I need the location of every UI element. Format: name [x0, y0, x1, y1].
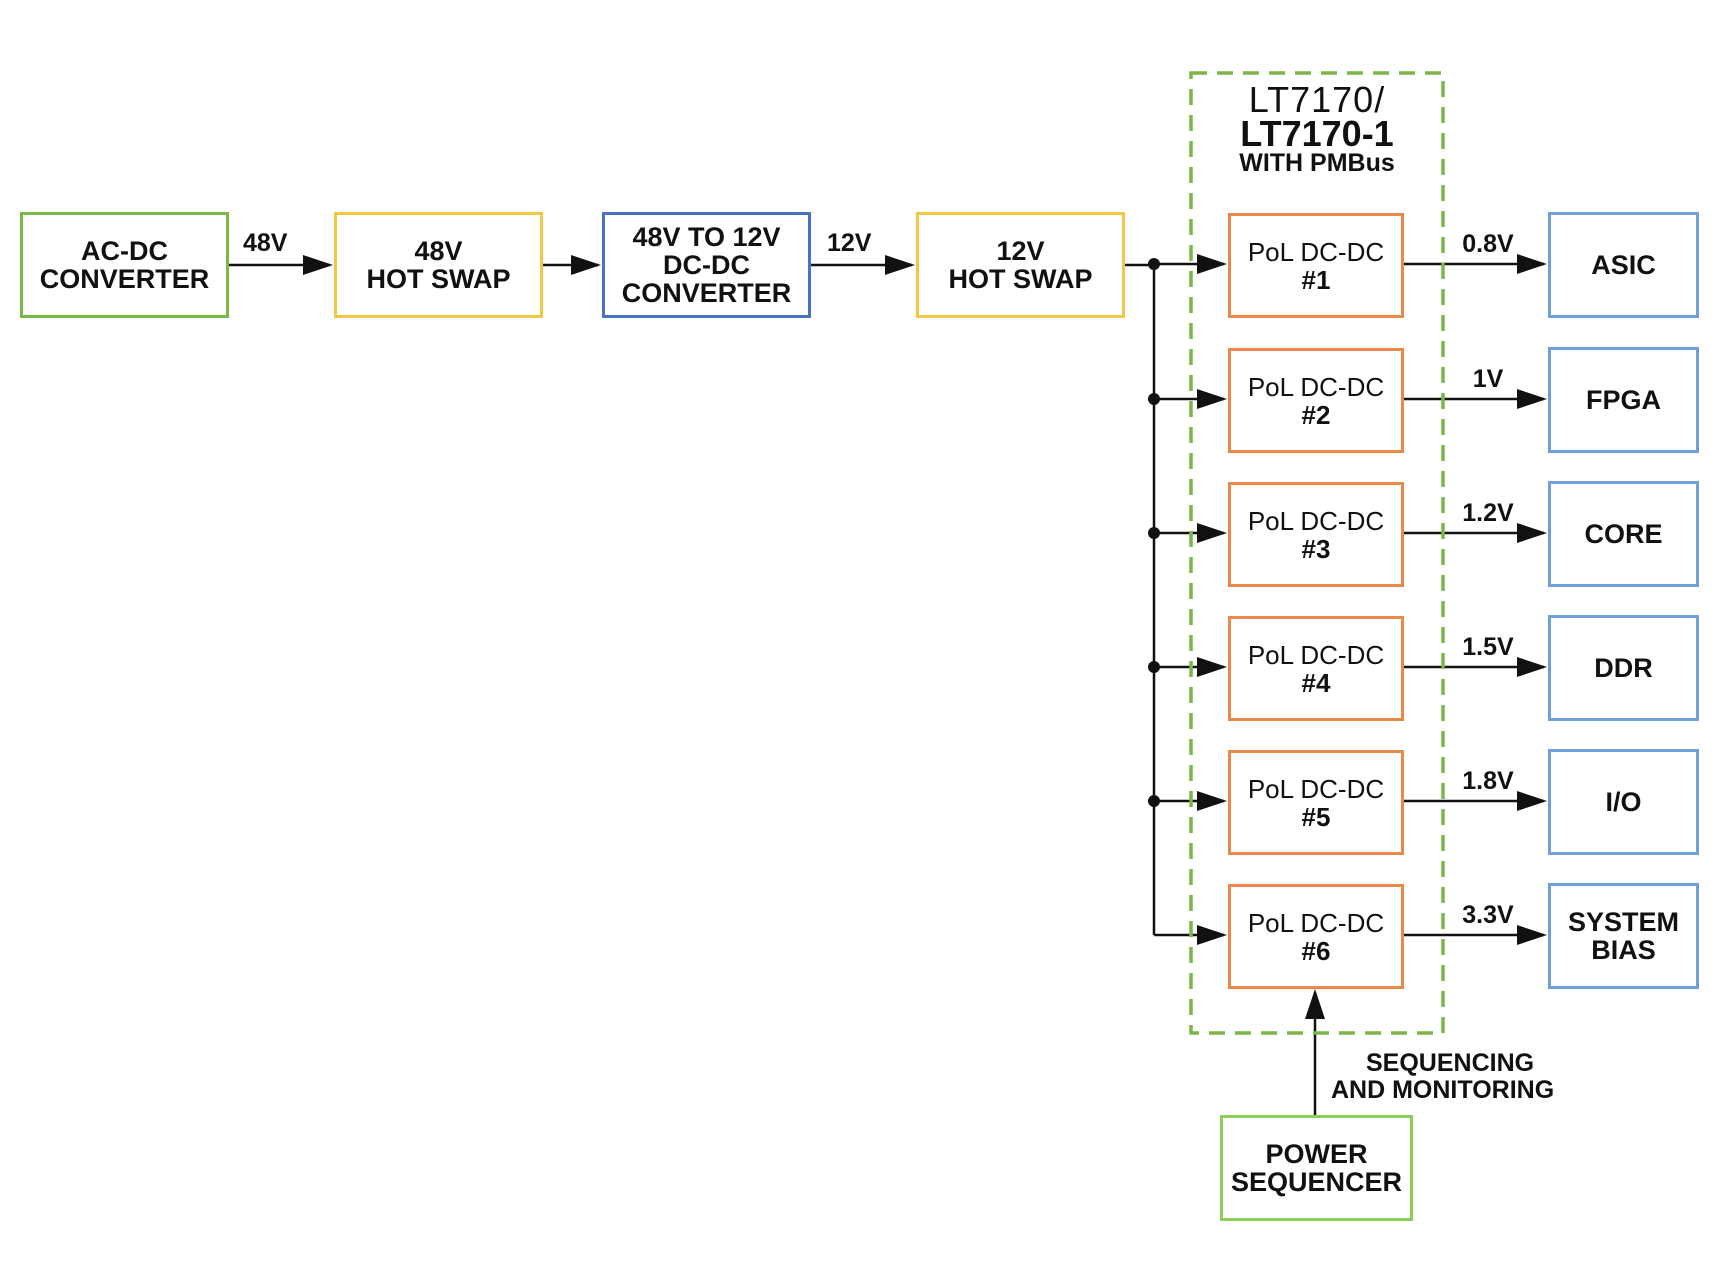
- pol-converter-block: PoL DC-DC #4: [1228, 616, 1404, 721]
- block-label: DC-DC: [663, 250, 750, 280]
- rail-voltage-label: 0.8V: [1462, 230, 1514, 258]
- arrow-head: [1197, 657, 1227, 677]
- pol-label: PoL DC-DC: [1247, 773, 1385, 804]
- load-label: ASIC: [1591, 250, 1656, 280]
- load-label: BIAS: [1591, 935, 1656, 965]
- load-label: DDR: [1594, 653, 1653, 683]
- block-label: 12V: [996, 236, 1045, 266]
- pol-label: PoL DC-DC: [1247, 907, 1385, 938]
- load-label: FPGA: [1585, 385, 1661, 415]
- junction-dot: [1148, 661, 1160, 673]
- block-label: AC-DC: [81, 236, 168, 266]
- block-label: 48V: [414, 236, 463, 266]
- block-label: 48V TO 12V: [632, 222, 781, 252]
- pol-number: #3: [1301, 533, 1331, 564]
- ac-dc-converter-block: AC-DC CONVERTER: [20, 212, 229, 318]
- hot-swap-48v-block: 48V HOT SWAP: [334, 212, 543, 318]
- load-label: CORE: [1584, 519, 1663, 549]
- arrow-head: [1517, 254, 1547, 274]
- hot-swap-12v-block: 12V HOT SWAP: [916, 212, 1125, 318]
- pol-converter-block: PoL DC-DC #2: [1228, 348, 1404, 453]
- ic-group-subtitle: WITH PMBus: [1239, 149, 1395, 177]
- arrow-head: [303, 255, 333, 275]
- arrow-head: [1517, 523, 1547, 543]
- arrow-head: [571, 255, 601, 275]
- sequencing-label-line1: SEQUENCING: [1366, 1049, 1535, 1077]
- ic-group-title-line1: LT7170/: [1248, 79, 1386, 120]
- load-label: I/O: [1605, 787, 1642, 817]
- load-block: ASIC: [1548, 212, 1699, 318]
- pol-number: #1: [1301, 264, 1331, 295]
- block-label: CONVERTER: [621, 278, 792, 308]
- arrow-head: [1517, 389, 1547, 409]
- pol-converter-block: PoL DC-DC #6: [1228, 884, 1404, 989]
- sequencing-label-line2: AND MONITORING: [1331, 1076, 1555, 1104]
- block-label: CONVERTER: [39, 264, 210, 294]
- link-voltage-48v: 48V: [243, 229, 288, 257]
- pol-label: PoL DC-DC: [1247, 236, 1385, 267]
- block-label: HOT SWAP: [948, 264, 1093, 294]
- load-block: DDR: [1548, 615, 1699, 721]
- ic-group-dashed-border: [1189, 71, 1445, 1035]
- ic-group-title-line2: LT7170-1: [1240, 113, 1394, 154]
- pol-converter-block: PoL DC-DC #3: [1228, 482, 1404, 587]
- pol-label: PoL DC-DC: [1247, 505, 1385, 536]
- rail-voltage-label: 1V: [1472, 365, 1504, 393]
- rail-voltage-label: 1.8V: [1462, 767, 1514, 795]
- load-block: CORE: [1548, 481, 1699, 587]
- rail-voltage-label: 3.3V: [1462, 901, 1514, 929]
- block-label: POWER: [1265, 1139, 1368, 1169]
- rail-voltage-label: 1.5V: [1462, 633, 1514, 661]
- pol-number: #5: [1301, 801, 1331, 832]
- arrow-head: [1305, 989, 1325, 1019]
- junction-dot: [1148, 393, 1160, 405]
- junction-dot: [1148, 795, 1160, 807]
- block-label: HOT SWAP: [366, 264, 511, 294]
- pol-number: #6: [1301, 935, 1331, 966]
- rail-voltage-label: 1.2V: [1462, 499, 1514, 527]
- arrow-head: [1197, 254, 1227, 274]
- pol-converter-block: PoL DC-DC #5: [1228, 750, 1404, 855]
- junction-dot: [1148, 258, 1160, 270]
- load-block: I/O: [1548, 749, 1699, 855]
- arrow-head: [1197, 925, 1227, 945]
- pol-number: #2: [1301, 399, 1331, 430]
- arrow-head: [885, 255, 915, 275]
- pol-number: #4: [1301, 667, 1331, 698]
- dc-dc-converter-block: 48V TO 12V DC-DC CONVERTER: [602, 212, 811, 318]
- load-block: FPGA: [1548, 347, 1699, 453]
- junction-dot: [1148, 527, 1160, 539]
- block-label: SEQUENCER: [1230, 1167, 1403, 1197]
- link-voltage-12v: 12V: [827, 229, 872, 257]
- load-label: SYSTEM: [1567, 907, 1680, 937]
- pol-converter-block: PoL DC-DC #1: [1228, 213, 1404, 318]
- arrow-head: [1517, 791, 1547, 811]
- pol-label: PoL DC-DC: [1247, 371, 1385, 402]
- power-sequencer-block: POWER SEQUENCER: [1220, 1115, 1413, 1221]
- arrow-head: [1517, 925, 1547, 945]
- arrow-head: [1197, 523, 1227, 543]
- arrow-head: [1197, 791, 1227, 811]
- arrow-head: [1517, 657, 1547, 677]
- arrow-head: [1197, 389, 1227, 409]
- pol-label: PoL DC-DC: [1247, 639, 1385, 670]
